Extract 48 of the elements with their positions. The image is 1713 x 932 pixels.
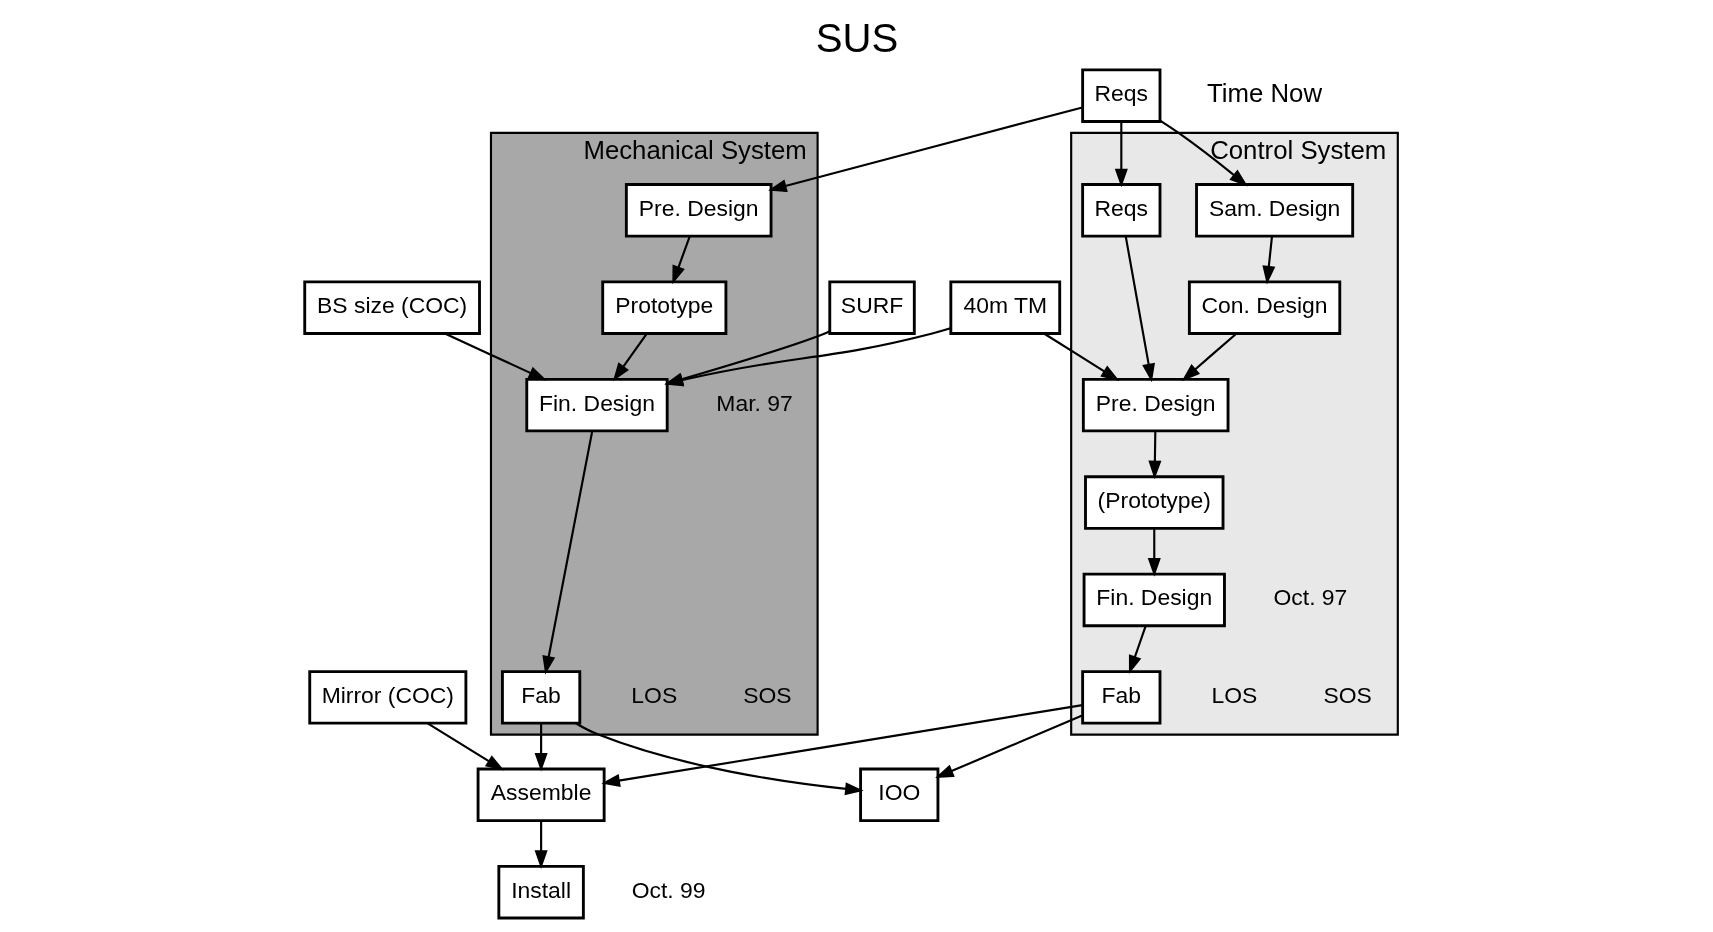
node-box: (Prototype) [1083,475,1224,530]
node-label: Oct. 97 [1273,584,1347,611]
arrow [934,714,1083,779]
arrow [1114,121,1128,188]
arrow [426,722,504,771]
arrow [1147,528,1161,577]
arrow [534,821,548,870]
arrow [541,431,593,675]
arrow [1124,236,1155,383]
node-box: Fin. Design [524,377,669,433]
arrow [1043,332,1119,381]
arrow [612,333,647,382]
node-box: Pre. Design [1081,377,1229,433]
node-label: LOS [630,681,677,708]
node-box: Install [496,864,585,920]
node-label: LOS [1211,681,1257,708]
node-box: Prototype [600,280,727,335]
node-box: 40m TM [948,280,1061,335]
node-label: Mar. 97 [715,389,793,416]
node-box: IOO [858,767,939,822]
node-label: SOS [742,681,792,708]
arrow [574,722,864,796]
label: Time Now [1206,78,1322,107]
arrow [1261,236,1275,285]
arrow [534,723,548,772]
arrow [1147,431,1161,480]
arrow [444,332,547,381]
arrow [1159,119,1248,187]
node-label: Oct. 99 [631,876,706,903]
node-box: Reqs [1080,68,1161,123]
arrow [767,106,1083,193]
node-box: Fin. Design [1082,572,1226,628]
node-box: Pre. Design [624,183,772,238]
node-box: Sam. Design [1194,183,1354,238]
node-box: Assemble [476,767,606,822]
node-box: Reqs [1080,183,1161,238]
node-label: SOS [1322,681,1372,708]
node-box: Con. Design [1187,280,1341,335]
arrow [1128,625,1147,674]
arrow [671,236,691,285]
node-box: Fab [1080,670,1161,725]
node-box: Fab [500,670,581,725]
arrow [1181,333,1237,382]
arrow [600,704,1083,787]
node-box: SURF [827,280,916,335]
diagram-title: SUS [815,15,898,60]
node-box: Mirror (COC) [307,670,467,725]
node-box: BS size (COC) [302,280,481,335]
